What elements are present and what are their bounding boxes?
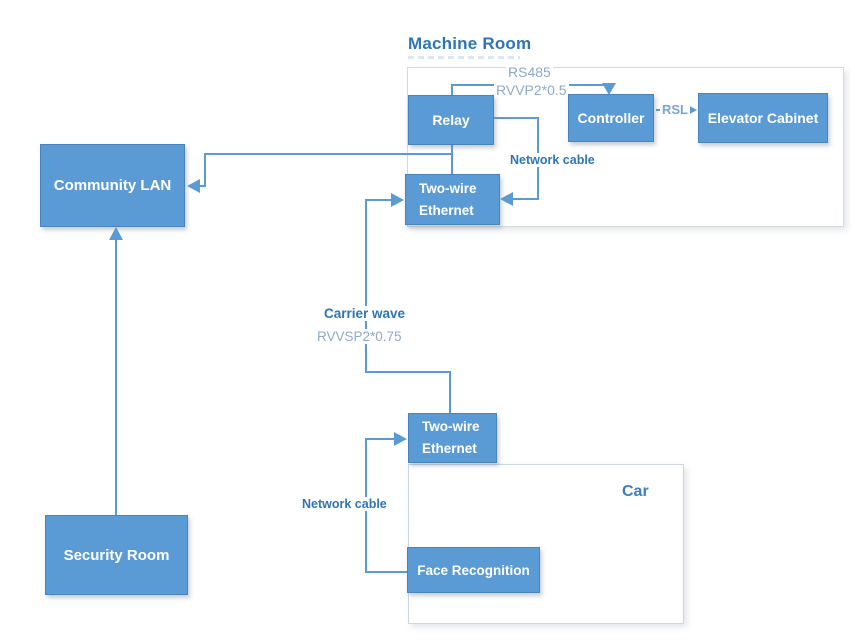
node-label-line1: Two-wire [419,180,477,196]
node-label: Face Recognition [417,562,530,578]
node-label: Controller [577,110,645,126]
arrowhead-into-controller [602,83,616,95]
node-security-room: Security Room [45,515,188,595]
node-label: Relay [432,112,470,128]
arrowhead-into-twowire-left [391,193,404,207]
node-relay: Relay [408,95,494,145]
node-label: Elevator Cabinet [707,110,819,126]
rsl-label: RSL [660,102,690,117]
node-label-line1: Two-wire [422,419,480,434]
arrowhead-into-twowire-right [500,192,513,206]
carrier-wave-label: Carrier wave [322,306,408,321]
faded-artifact [408,56,520,59]
machine-room-title: Machine Room [408,34,532,53]
node-twowire-ethernet-bottom: Two-wire Ethernet [408,413,497,463]
node-twowire-ethernet-top: Two-wire Ethernet [405,174,500,225]
node-community-lan: Community LAN [40,144,185,227]
node-label-line2: Ethernet [422,441,477,456]
node-label: Security Room [63,546,170,564]
node-face-recognition: Face Recognition [407,547,540,593]
network-cable-bottom-label: Network cable [300,497,389,511]
car-label: Car [622,483,649,500]
rs485-label: RS485 [506,64,553,80]
wire-carrier-wave [365,199,451,413]
node-label: Community LAN [53,177,172,194]
network-cable-top-label: Network cable [508,153,597,167]
node-elevator-cabinet: Elevator Cabinet [698,93,828,143]
node-controller: Controller [568,94,654,142]
rvvp-label: RVVP2*0.5 [494,82,569,98]
car-container [408,464,684,624]
arrowhead-into-lan-bottom [109,227,123,240]
rvvsp-label: RVVSP2*0.75 [315,329,404,344]
node-label-line2: Ethernet [419,202,474,218]
arrowhead-into-twowire2-left [394,432,407,446]
arrowhead-into-community-lan [187,179,200,193]
